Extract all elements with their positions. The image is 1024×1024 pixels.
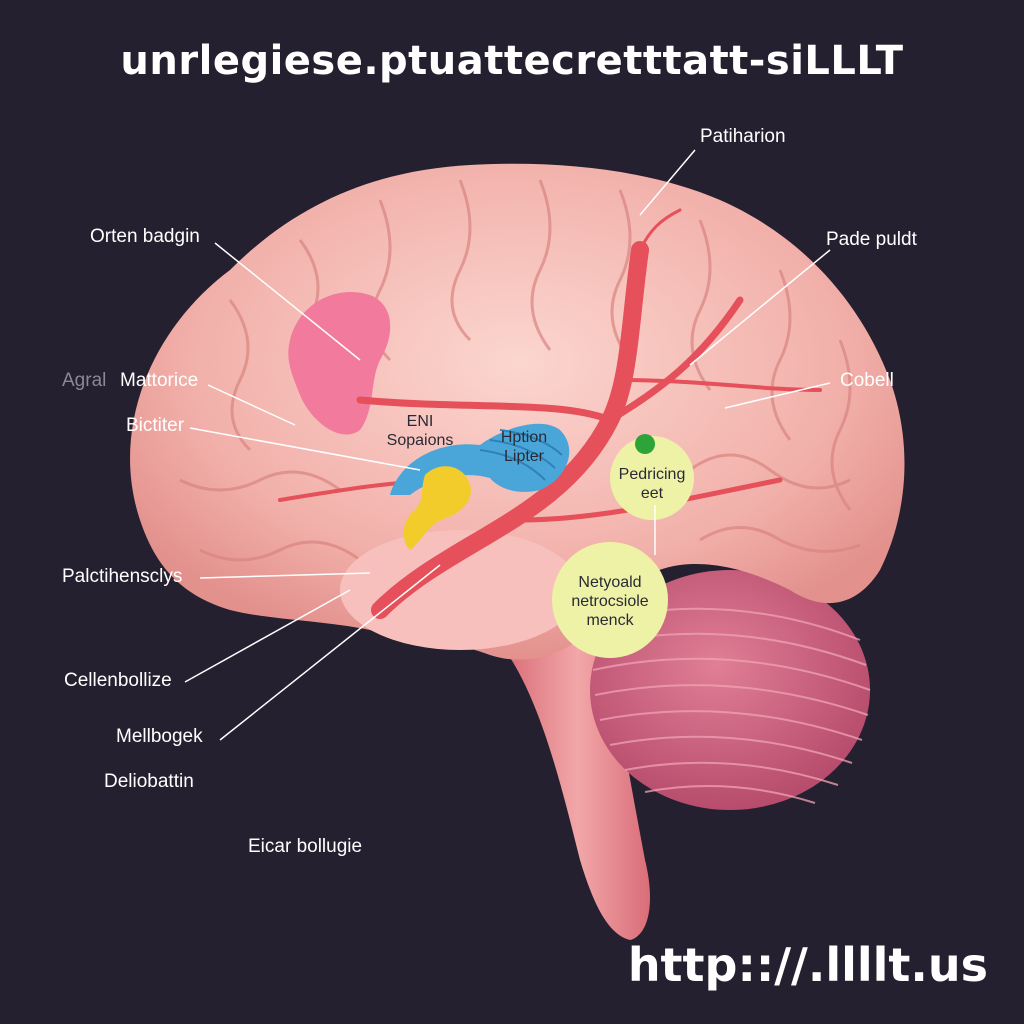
netyoald-circle <box>552 542 668 658</box>
gyri <box>179 179 861 562</box>
pedricing-circle <box>610 436 694 520</box>
label-netyoald-3: menck <box>586 612 634 629</box>
label-palctihensclys: Palctihensclys <box>62 566 183 587</box>
label-mellbogek: Mellbogek <box>116 726 203 747</box>
label-netyoald-2: netrocsiole <box>571 593 649 610</box>
label-lipter: Lipter <box>503 448 545 465</box>
label-netyoald-1: Netyoald <box>578 574 642 591</box>
label-bictiter: Bictiter <box>126 415 185 436</box>
label-sopaions: Sopaions <box>386 432 454 449</box>
label-hption: Hption <box>500 429 548 446</box>
label-agral: Agral <box>62 370 107 391</box>
label-patiharion: Patiharion <box>700 126 786 147</box>
leader-lines <box>184 149 831 741</box>
label-cobell: Cobell <box>840 370 894 391</box>
inner-lobe <box>340 530 580 650</box>
url-watermark: http:://.llllt.us <box>627 938 988 992</box>
label-mattorice: Mattorice <box>120 370 199 391</box>
blue-structure-ridges <box>479 429 563 481</box>
label-eni-sopaions: ENI Sopaions <box>385 412 455 450</box>
cerebellum <box>590 570 870 810</box>
label-pedricing-eet: Pedricing eet <box>611 465 693 503</box>
label-orten-badgin: Orten badgin <box>90 226 200 247</box>
label-cellenbollize: Cellenbollize <box>64 670 172 691</box>
label-hption-lipter: Hption Lipter <box>488 428 560 466</box>
label-pedricing: Pedricing <box>618 466 686 483</box>
yellow-structure <box>403 466 471 550</box>
label-pade-puldt: Pade puldt <box>826 229 917 250</box>
page-title: unrlegiese.ptuattecretttatt-siLLLT <box>120 38 904 84</box>
label-netyoald: Netyoald netrocsiole menck <box>565 573 655 630</box>
label-eet: eet <box>640 485 664 502</box>
label-eicar-bollugie: Eicar bollugie <box>248 836 363 857</box>
green-dot <box>635 434 655 454</box>
label-eni: ENI <box>406 413 434 430</box>
label-deliobattin: Deliobattin <box>104 771 194 792</box>
